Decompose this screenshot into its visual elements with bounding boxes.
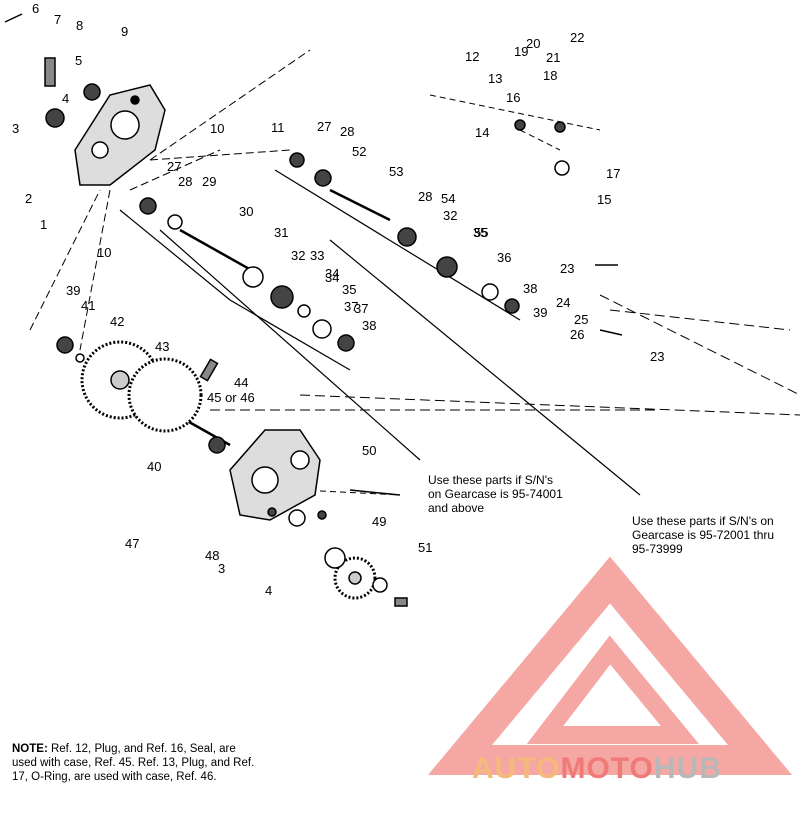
part-label: 16 [506, 90, 520, 105]
part-label: 7 [54, 12, 61, 27]
part-label: 45 or 46 [207, 390, 255, 405]
part-label: 43 [155, 339, 169, 354]
part-label: 23 [560, 261, 574, 276]
part-label: 41 [81, 298, 95, 313]
leader-lines [29, 49, 800, 496]
part-label: 48 [205, 548, 219, 563]
part-label: 40 [147, 459, 161, 474]
part-label: 38 [362, 318, 376, 333]
part-label: 34 [325, 270, 339, 285]
part-label: 28 [340, 124, 354, 139]
part-label: 18 [543, 68, 557, 83]
part-label: 32 [291, 248, 305, 263]
watermark-moto: MOTO [560, 752, 654, 785]
part-label: 24 [556, 295, 570, 310]
callout-lower: Use these parts if S/N's on Gearcase is … [632, 514, 774, 556]
part-label: 10 [210, 121, 224, 136]
part-label: 34 [325, 266, 339, 281]
part-label: 19 [514, 44, 528, 59]
part-label: 10 [97, 245, 111, 260]
part-label: 31 [274, 225, 288, 240]
callout-line: and above [428, 501, 485, 515]
part-label: 38 [523, 281, 537, 296]
part-label: 2 [25, 191, 32, 206]
part-label: 20 [526, 36, 540, 51]
part-label: 39 [66, 283, 80, 298]
callout-line: on Gearcase is 95-74001 [428, 487, 563, 501]
part-label: 11 [271, 120, 285, 135]
part-label: 28 [178, 174, 192, 189]
part-label: 36 [497, 250, 511, 265]
callout-line: Use these parts if S/N's [428, 473, 554, 487]
note-body: Ref. 12, Plug, and Ref. 16, Seal, are us… [12, 743, 255, 783]
bracket-lines [119, 169, 641, 496]
callout-line: Use these parts if S/N's on [632, 514, 774, 528]
part-label: 37 [344, 299, 358, 314]
gearcase-cover-lower [229, 429, 321, 521]
part-label: 37 [354, 301, 368, 316]
watermark-logo: AUTOMOTOHUB [472, 752, 722, 786]
part-label: 44 [234, 375, 248, 390]
part-labels: 1 2 3 4 5 6 7 8 9 10 10 11 12 13 14 15 1… [12, 1, 664, 598]
callout-upper: Use these parts if S/N's on Gearcase is … [428, 473, 563, 515]
part-label: 4 [62, 91, 69, 106]
note-heading: NOTE: [12, 743, 48, 755]
part-label: 25 [574, 312, 588, 327]
callout-line: Gearcase is 95-72001 thru [632, 528, 775, 542]
part-label: 53 [389, 164, 403, 179]
part-label: 4 [265, 583, 272, 598]
part-label: 28 [418, 189, 432, 204]
part-label: 35 [342, 282, 356, 297]
part-label: 35 [473, 225, 487, 240]
part-label: 21 [546, 50, 560, 65]
part-label: 49 [372, 514, 386, 529]
fasteners [4, 13, 623, 607]
part-label: 50 [362, 443, 376, 458]
part-label: 32 [443, 208, 457, 223]
part-label: 51 [418, 540, 432, 555]
part-label: 14 [475, 125, 489, 140]
part-label: 12 [465, 49, 479, 64]
logo-triangle-icon [427, 556, 793, 775]
part-label: 29 [202, 174, 216, 189]
part-label: 27 [317, 119, 331, 134]
watermark-auto: AUTO [472, 752, 561, 785]
part-label: 22 [570, 30, 584, 45]
part-label: 55 [474, 225, 488, 240]
part-label: 8 [76, 18, 83, 33]
gears-and-bearings [45, 83, 570, 600]
watermark-hub: HUB [653, 752, 722, 785]
part-label: 23 [650, 349, 664, 364]
note-block: NOTE: Ref. 12, Plug, and Ref. 16, Seal, … [12, 742, 262, 784]
part-label: 6 [32, 1, 39, 16]
part-label: 54 [441, 191, 455, 206]
callout-line: 95-73999 [632, 542, 683, 556]
part-label: 42 [110, 314, 124, 329]
part-label: 39 [533, 305, 547, 320]
gearcase-cover-upper [74, 84, 166, 186]
part-label: 30 [239, 204, 253, 219]
part-label: 33 [310, 248, 324, 263]
part-label: 9 [121, 24, 128, 39]
part-label: 15 [597, 192, 611, 207]
part-label: 47 [125, 536, 139, 551]
part-label: 17 [606, 166, 620, 181]
part-label: 52 [352, 144, 366, 159]
part-label: 5 [75, 53, 82, 68]
part-label: 26 [570, 327, 584, 342]
part-label: 3 [12, 121, 19, 136]
part-label: 13 [488, 71, 502, 86]
part-label: 27 [167, 159, 181, 174]
part-label: 3 [218, 561, 225, 576]
part-label: 1 [40, 217, 47, 232]
